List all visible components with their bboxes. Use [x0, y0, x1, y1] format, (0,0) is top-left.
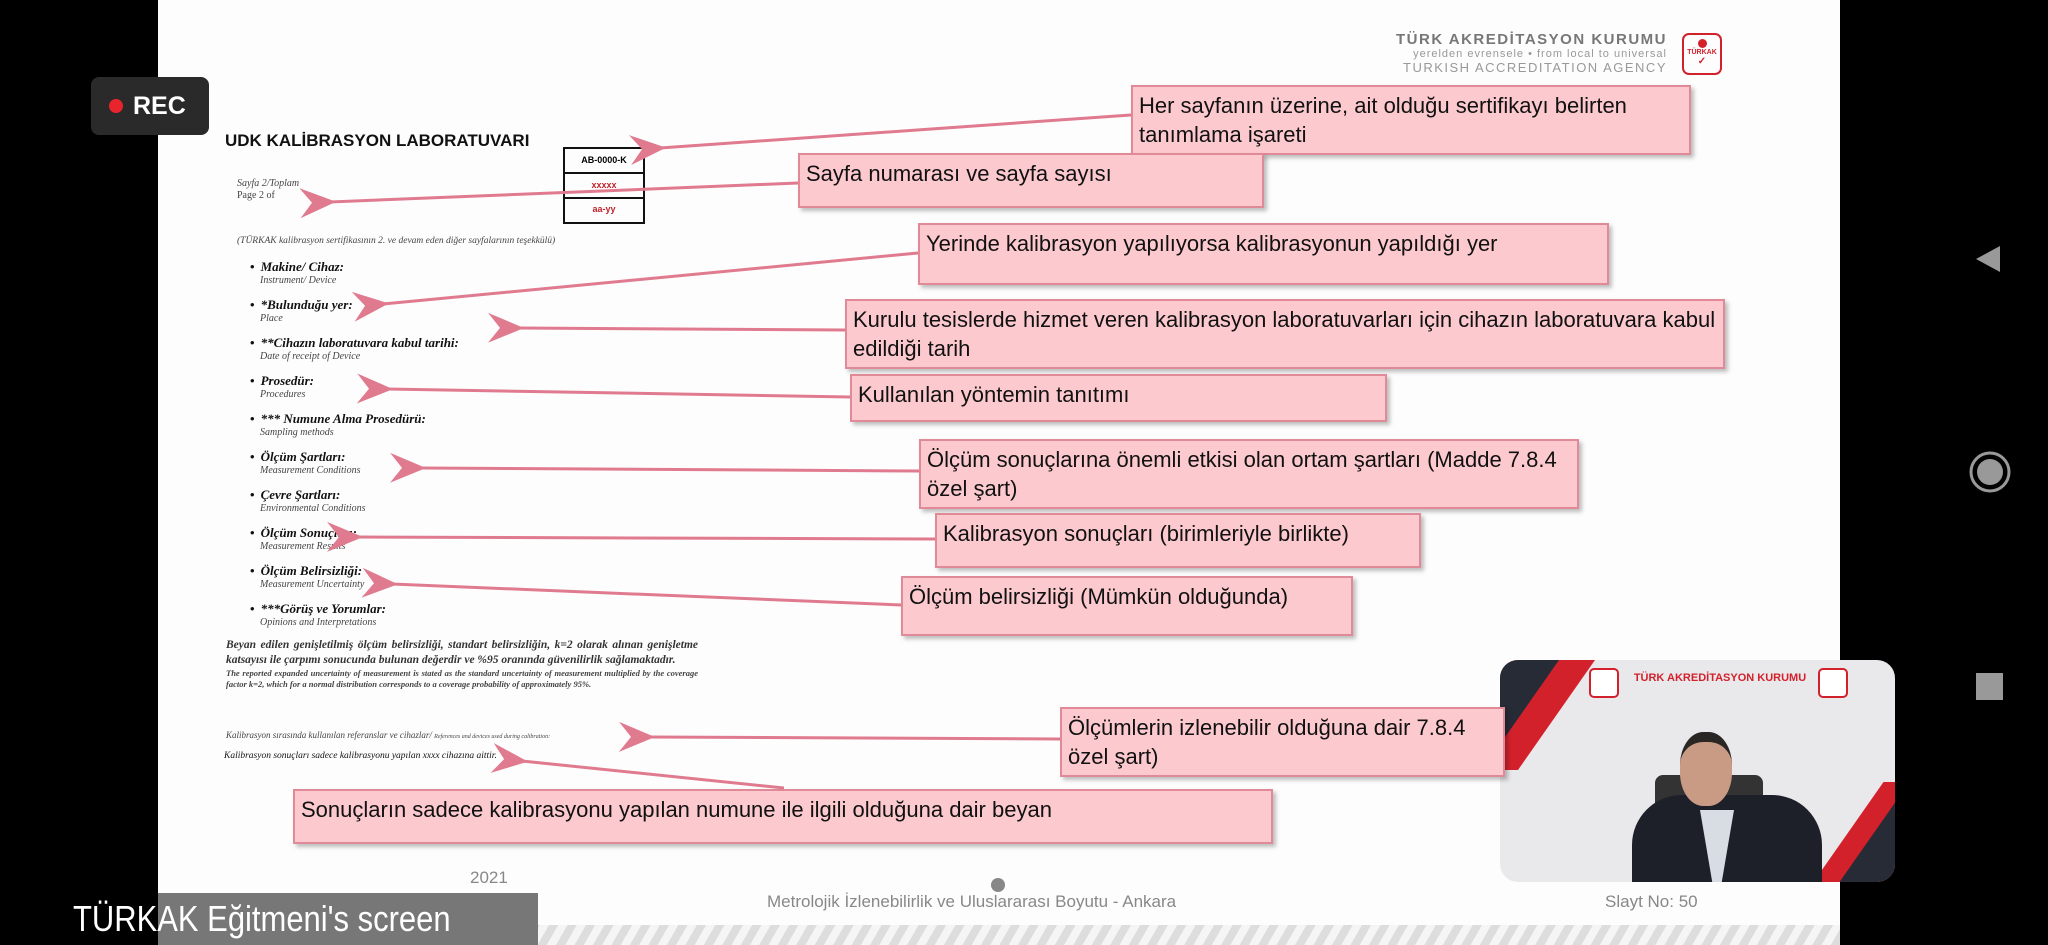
document-field: **Cihazın laboratuvara kabul tarihi:Date… — [250, 335, 459, 362]
pointer-dot — [991, 878, 1005, 892]
screenshare-label: TÜRKAK Eğitmeni's screen — [73, 898, 451, 939]
field-label-en: Measurement Results — [260, 541, 346, 552]
document-field: *Bulunduğu yer:Place — [250, 297, 353, 324]
turkak-logo: TÜRKAK ✓ — [1682, 33, 1722, 75]
field-label-en: Environmental Conditions — [260, 503, 366, 514]
annotation-callout: Kullanılan yöntemin tanıtımı — [850, 374, 1387, 422]
cert-number: AB-0000-K — [565, 149, 643, 174]
document-field: *** Numune Alma Prosedürü:Sampling metho… — [250, 411, 426, 438]
results-note: Kalibrasyon sonuçları sadece kalibrasyon… — [224, 751, 497, 761]
field-label-tr: Ölçüm Şartları: — [250, 449, 360, 465]
document-note: (TÜRKAK kalibrasyon sertifikasının 2. ve… — [237, 236, 556, 246]
arrow — [361, 567, 902, 607]
arrow — [389, 452, 920, 483]
arrow — [490, 743, 785, 790]
org-header: TÜRK AKREDİTASYON KURUMU yerelden evrens… — [1367, 31, 1667, 75]
references-en: References and devices used during calib… — [434, 734, 551, 740]
presenter-head — [1680, 732, 1732, 806]
annotation-callout: Sonuçların sadece kalibrasyonu yapılan n… — [293, 789, 1273, 844]
annotation-callout: Ölçüm sonuçlarına önemli etkisi olan ort… — [919, 439, 1579, 509]
page-number: Sayfa 2/Toplam Page 2 of — [237, 178, 299, 202]
document-field: Ölçüm Belirsizliği:Measurement Uncertain… — [250, 563, 364, 590]
field-label-tr: Prosedür: — [250, 373, 314, 389]
document-field: ***Görüş ve Yorumlar:Opinions and Interp… — [250, 601, 386, 628]
document-field: Çevre Şartları:Environmental Conditions — [250, 487, 365, 514]
field-label-en: Sampling methods — [260, 427, 334, 438]
uncertainty-statement: Beyan edilen genişletilmiş ölçüm belirsi… — [226, 638, 698, 690]
uncertainty-en: The reported expanded uncertainty of mea… — [226, 668, 698, 689]
field-label-tr: Çevre Şartları: — [250, 487, 365, 503]
annotation-callout: Sayfa numarası ve sayfa sayısı — [798, 153, 1264, 208]
field-label-tr: *** Numune Alma Prosedürü: — [250, 411, 426, 427]
field-label-en: Date of receipt of Device — [260, 351, 361, 362]
recording-indicator: REC — [91, 77, 209, 135]
field-label-tr: Makine/ Cihaz: — [250, 259, 344, 275]
screenshare-label-bg — [158, 893, 538, 945]
field-label-tr: *Bulunduğu yer: — [250, 297, 353, 313]
annotation-callout: Kalibrasyon sonuçları (birimleriyle birl… — [935, 513, 1421, 568]
annotation-callout: Her sayfanın üzerine, ait olduğu sertifi… — [1131, 85, 1691, 155]
annotation-callout: Kurulu tesislerde hizmet veren kalibrasy… — [845, 299, 1725, 369]
webcam-video[interactable]: TÜRK AKREDİTASYON KURUMU — [1500, 660, 1895, 882]
footer-slide-number: Slayt No: 50 — [1605, 892, 1698, 911]
field-label-en: Opinions and Interpretations — [260, 617, 377, 628]
back-icon[interactable] — [1974, 244, 2002, 274]
cam-logo-right — [1818, 668, 1848, 698]
logo-text: TÜRKAK — [1687, 49, 1717, 56]
org-name-tr: TÜRK AKREDİTASYON KURUMU — [1396, 31, 1667, 48]
field-label-en: Procedures — [260, 389, 306, 400]
field-label-en: Measurement Uncertainty — [260, 579, 365, 590]
arrow — [629, 113, 1132, 166]
document-field: Makine/ Cihaz:Instrument/ Device — [250, 259, 344, 286]
arrow — [356, 373, 851, 404]
field-label-en: Place — [260, 313, 283, 324]
arrow — [487, 312, 846, 343]
rec-label: REC — [133, 91, 186, 120]
field-label-en: Instrument/ Device — [260, 275, 337, 286]
arrow — [618, 721, 1061, 752]
footer-year: 2021 — [470, 868, 508, 887]
footer-title: Metrolojik İzlenebilirlik ve Uluslararas… — [767, 892, 1177, 911]
org-slogan: yerelden evrensele • from local to unive… — [1413, 48, 1667, 60]
check-icon: ✓ — [1697, 56, 1707, 67]
recents-icon[interactable] — [1976, 673, 2003, 700]
lab-title: UDK KALİBRASYON LABORATUVARI — [225, 131, 530, 150]
arrow — [326, 521, 936, 552]
page-number-tr: Sayfa 2/Toplam — [237, 178, 300, 189]
references-line: Kalibrasyon sırasında kullanılan referan… — [226, 730, 550, 740]
org-name-en: TURKISH ACCREDITATION AGENCY — [1403, 60, 1667, 75]
certificate-id-box: AB-0000-K xxxxx aa-yy — [563, 147, 645, 224]
arrow — [299, 181, 799, 219]
crescent-icon — [1697, 39, 1707, 48]
annotation-callout: Yerinde kalibrasyon yapılıyorsa kalibras… — [918, 223, 1609, 285]
annotation-callout: Ölçüm belirsizliği (Mümkün olduğunda) — [901, 576, 1353, 636]
cert-date: aa-yy — [592, 204, 616, 214]
stripe-bar — [538, 925, 1840, 945]
record-dot-icon — [109, 99, 123, 113]
field-label-en: Measurement Conditions — [260, 465, 361, 476]
references-tr: Kalibrasyon sırasında kullanılan referan… — [226, 730, 435, 740]
annotation-callout: Ölçümlerin izlenebilir olduğuna dair 7.8… — [1060, 707, 1505, 777]
document-field: Ölçüm Şartları:Measurement Conditions — [250, 449, 360, 476]
uncertainty-tr: Beyan edilen genişletilmiş ölçüm belirsi… — [226, 639, 698, 666]
field-label-tr: Ölçüm Belirsizliği: — [250, 563, 364, 579]
home-icon[interactable] — [1969, 451, 2011, 493]
page-number-en: Page 2 of — [237, 190, 275, 201]
field-label-tr: **Cihazın laboratuvara kabul tarihi: — [250, 335, 459, 351]
cam-logo-left — [1589, 668, 1619, 698]
cert-serial: xxxxx — [565, 174, 643, 199]
field-label-tr: ***Görüş ve Yorumlar: — [250, 601, 386, 617]
document-field: Prosedür:Procedures — [250, 373, 314, 400]
cam-banner: TÜRK AKREDİTASYON KURUMU — [1633, 672, 1807, 684]
arrow — [351, 251, 919, 322]
